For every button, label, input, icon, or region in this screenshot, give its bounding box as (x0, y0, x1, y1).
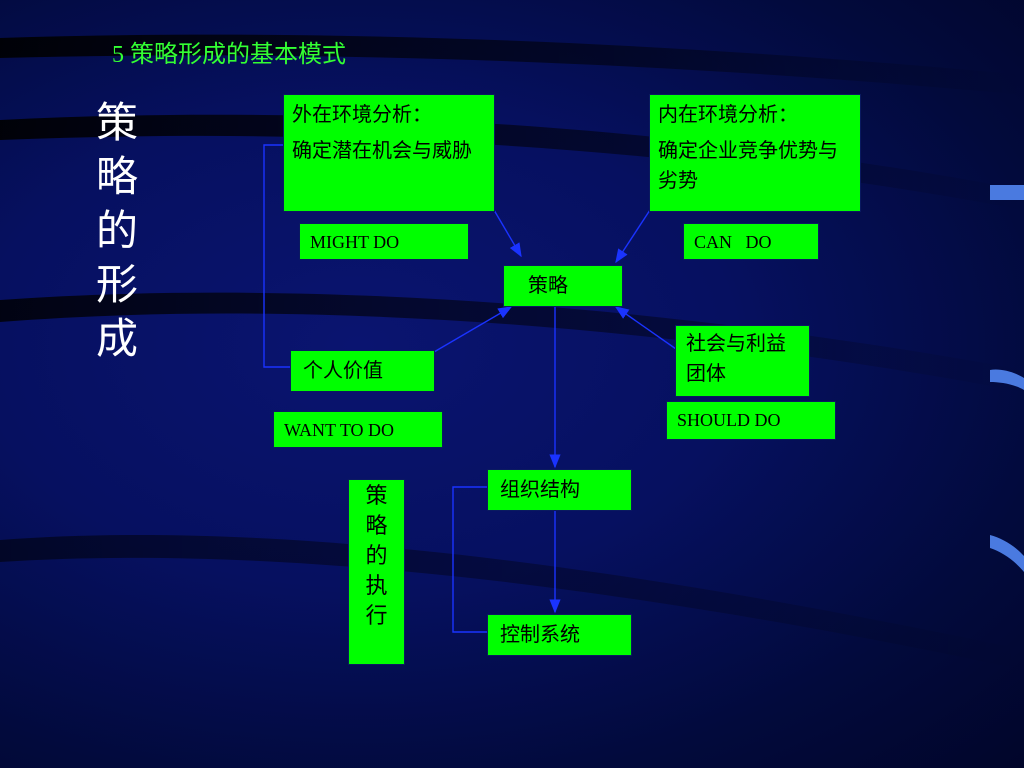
can-do-label: CAN DO (683, 223, 819, 260)
internal-analysis-text: 确定企业竞争优势与劣势 (658, 138, 838, 192)
might-do-label: MIGHT DO (299, 223, 469, 260)
external-analysis-text: 确定潜在机会与威胁 (292, 138, 472, 162)
should-do-label: SHOULD DO (666, 401, 836, 440)
strategy-execution-box: 策略的执行 (348, 479, 405, 665)
vertical-title: 策略的形成 (95, 98, 138, 363)
external-analysis-box: 外在环境分析： 确定潜在机会与威胁 (283, 94, 495, 212)
external-analysis-heading: 外在环境分析： (292, 102, 432, 126)
want-to-do-label: WANT TO DO (273, 411, 443, 448)
control-system-box: 控制系统 (487, 614, 632, 656)
internal-analysis-box: 内在环境分析： 确定企业竞争优势与劣势 (649, 94, 861, 212)
strategy-box: 策略 (503, 265, 623, 307)
personal-values-box: 个人价值 (290, 350, 435, 392)
slide-title: 5 策略形成的基本模式 (112, 42, 346, 68)
internal-analysis-heading: 内在环境分析： (658, 102, 798, 126)
org-structure-box: 组织结构 (487, 469, 632, 511)
social-interest-groups-box: 社会与利益团体 (675, 325, 810, 397)
